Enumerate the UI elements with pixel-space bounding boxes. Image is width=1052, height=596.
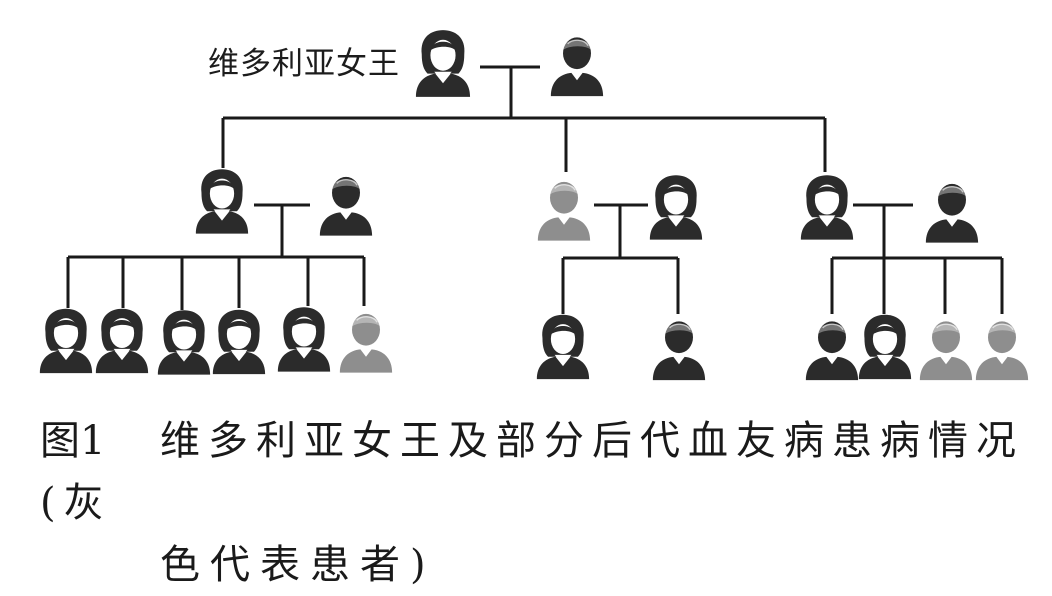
woman-icon <box>649 175 703 240</box>
pedigree-chart <box>39 30 1029 381</box>
figure-number: 图1 <box>40 418 106 464</box>
woman-icon <box>858 314 912 380</box>
man-icon <box>550 36 604 97</box>
man-icon <box>339 313 393 374</box>
woman-icon <box>95 308 149 374</box>
man-icon <box>319 176 373 236</box>
man-icon <box>652 320 706 381</box>
woman-icon <box>39 308 93 374</box>
woman-icon <box>800 175 854 240</box>
pedigree-lines <box>66 65 1004 314</box>
woman-icon <box>195 169 249 234</box>
caption-text-line1: 维多利亚女王及部分后代血友病患病情况(灰 <box>40 418 1024 526</box>
woman-icon <box>157 310 211 375</box>
man-icon <box>925 183 979 244</box>
man-icon <box>919 320 973 381</box>
man-icon <box>537 181 591 242</box>
man-icon <box>805 320 859 381</box>
woman-icon <box>277 307 331 372</box>
root-person-label: 维多利亚女王 <box>208 46 400 82</box>
woman-icon <box>415 30 471 97</box>
woman-icon <box>536 314 590 380</box>
woman-icon <box>212 309 266 375</box>
man-icon <box>975 320 1029 381</box>
caption-text-line2: 色代表患者) <box>160 542 436 588</box>
